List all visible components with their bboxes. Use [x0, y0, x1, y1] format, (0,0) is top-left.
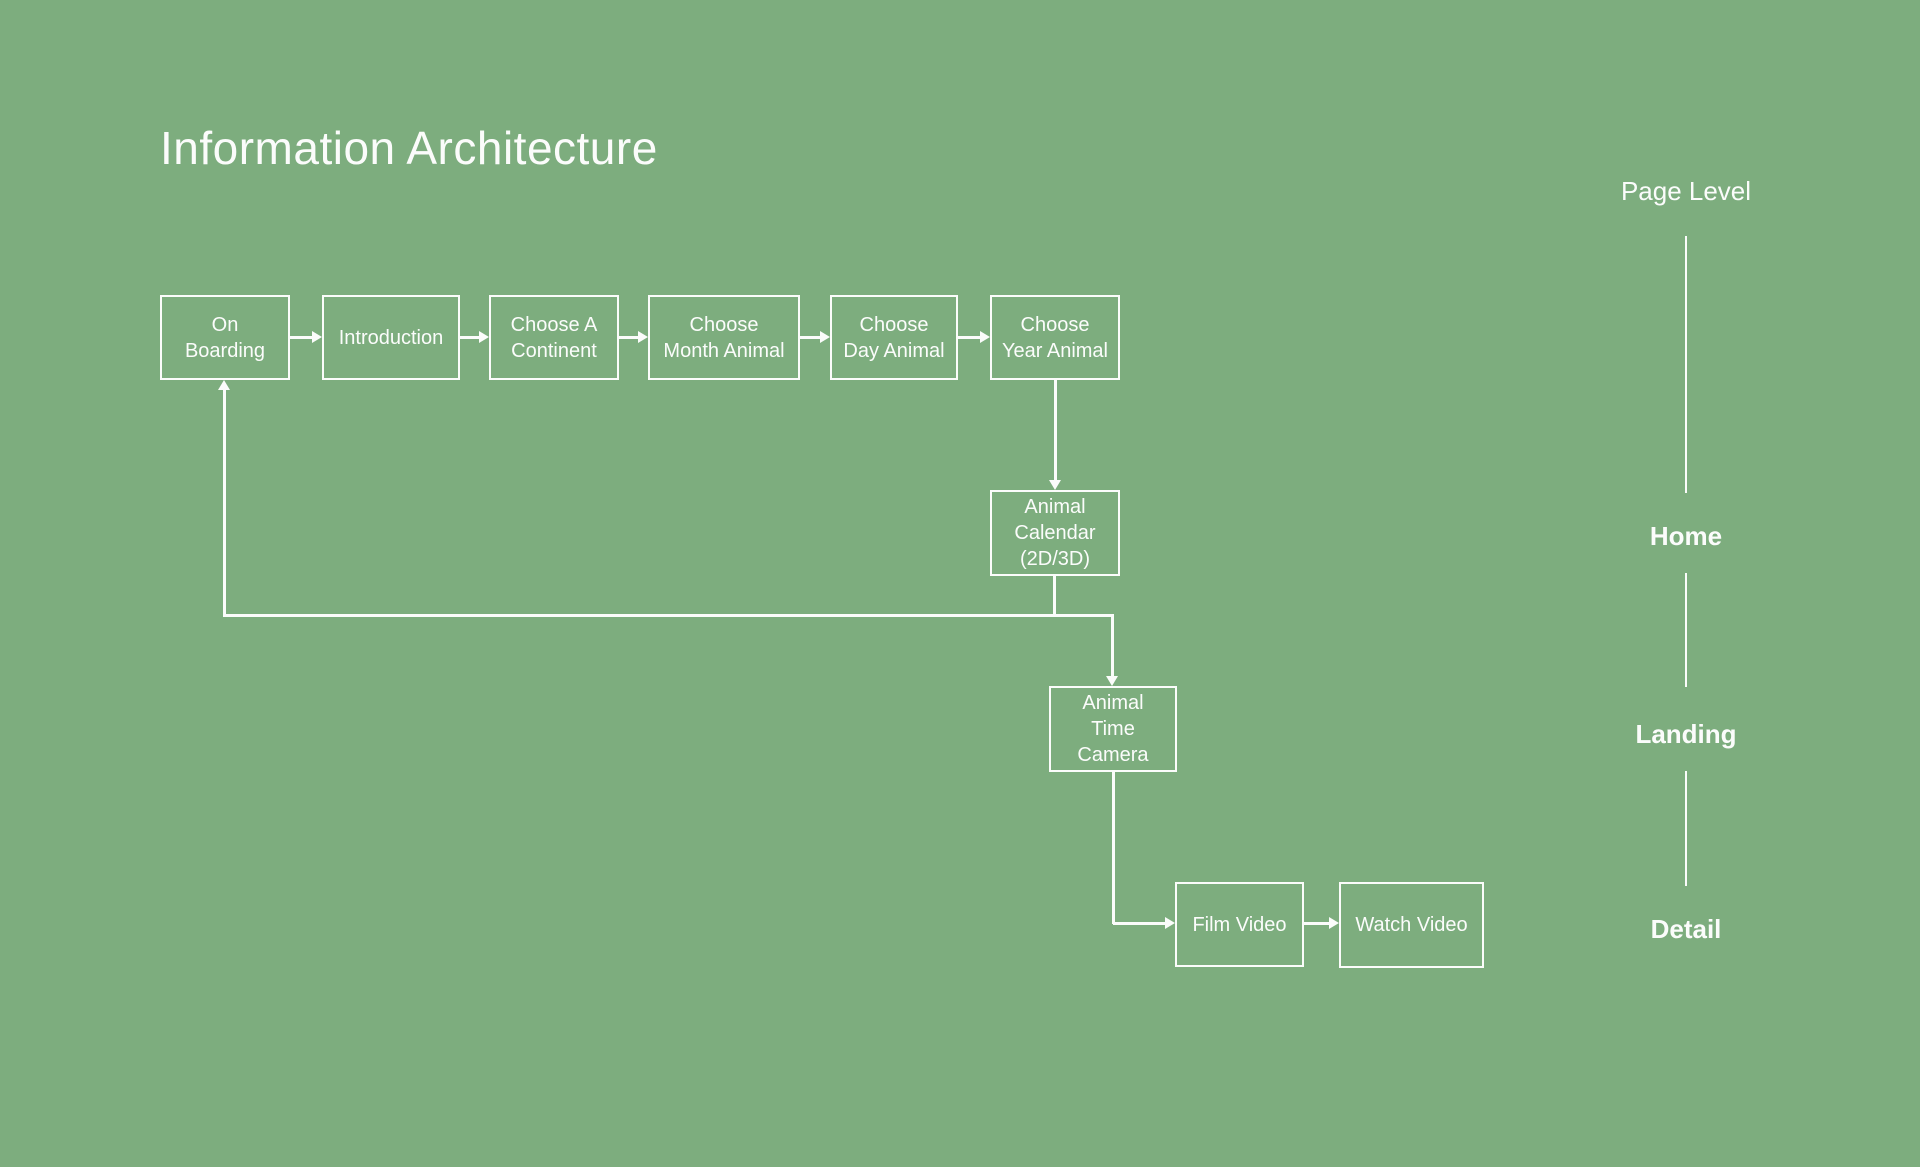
arrowhead-camera-filmvideo — [1165, 917, 1175, 929]
node-introduction[interactable]: Introduction — [322, 295, 460, 380]
arrowhead-year-calendar — [1049, 480, 1061, 490]
connector-junction-horizontal — [223, 614, 1113, 617]
arrowhead-loop-to-onboarding — [218, 380, 230, 390]
connector-month-day — [800, 336, 821, 339]
page-level-rail-segment-2 — [1685, 573, 1687, 687]
node-on-boarding[interactable]: On Boarding — [160, 295, 290, 380]
connector-camera-filmvideo — [1113, 922, 1166, 925]
node-animal-calendar[interactable]: Animal Calendar (2D/3D) — [990, 490, 1120, 576]
page-level-header: Page Level — [1620, 176, 1752, 206]
page-level-rail-segment-3 — [1685, 771, 1687, 886]
arrowhead-onboarding-introduction — [312, 331, 322, 343]
node-choose-a-continent[interactable]: Choose A Continent — [489, 295, 619, 380]
connector-camera-down — [1112, 772, 1115, 924]
arrowhead-day-year — [980, 331, 990, 343]
node-choose-year-animal[interactable]: Choose Year Animal — [990, 295, 1120, 380]
arrowhead-junction-camera — [1106, 676, 1118, 686]
connector-continent-month — [619, 336, 639, 339]
node-animal-time-camera[interactable]: Animal Time Camera — [1049, 686, 1177, 772]
page-level-home: Home — [1649, 521, 1723, 551]
arrowhead-introduction-continent — [479, 331, 489, 343]
page-level-detail: Detail — [1650, 914, 1722, 944]
page-level-landing: Landing — [1635, 719, 1737, 749]
connector-year-calendar — [1054, 380, 1057, 482]
connector-film-watch — [1304, 922, 1330, 925]
connector-loop-to-onboarding — [223, 388, 226, 616]
node-watch-video[interactable]: Watch Video — [1339, 882, 1484, 968]
arrowhead-continent-month — [638, 331, 648, 343]
connector-calendar-junction — [1053, 576, 1056, 617]
connector-junction-camera — [1111, 614, 1114, 678]
arrowhead-film-watch — [1329, 917, 1339, 929]
node-film-video[interactable]: Film Video — [1175, 882, 1304, 967]
connector-day-year — [958, 336, 981, 339]
arrowhead-month-day — [820, 331, 830, 343]
connector-introduction-continent — [460, 336, 480, 339]
node-choose-day-animal[interactable]: Choose Day Animal — [830, 295, 958, 380]
node-choose-month-animal[interactable]: Choose Month Animal — [648, 295, 800, 380]
connector-onboarding-introduction — [290, 336, 313, 339]
page-title: Information Architecture — [160, 122, 658, 174]
page-level-rail-segment-1 — [1685, 236, 1687, 493]
